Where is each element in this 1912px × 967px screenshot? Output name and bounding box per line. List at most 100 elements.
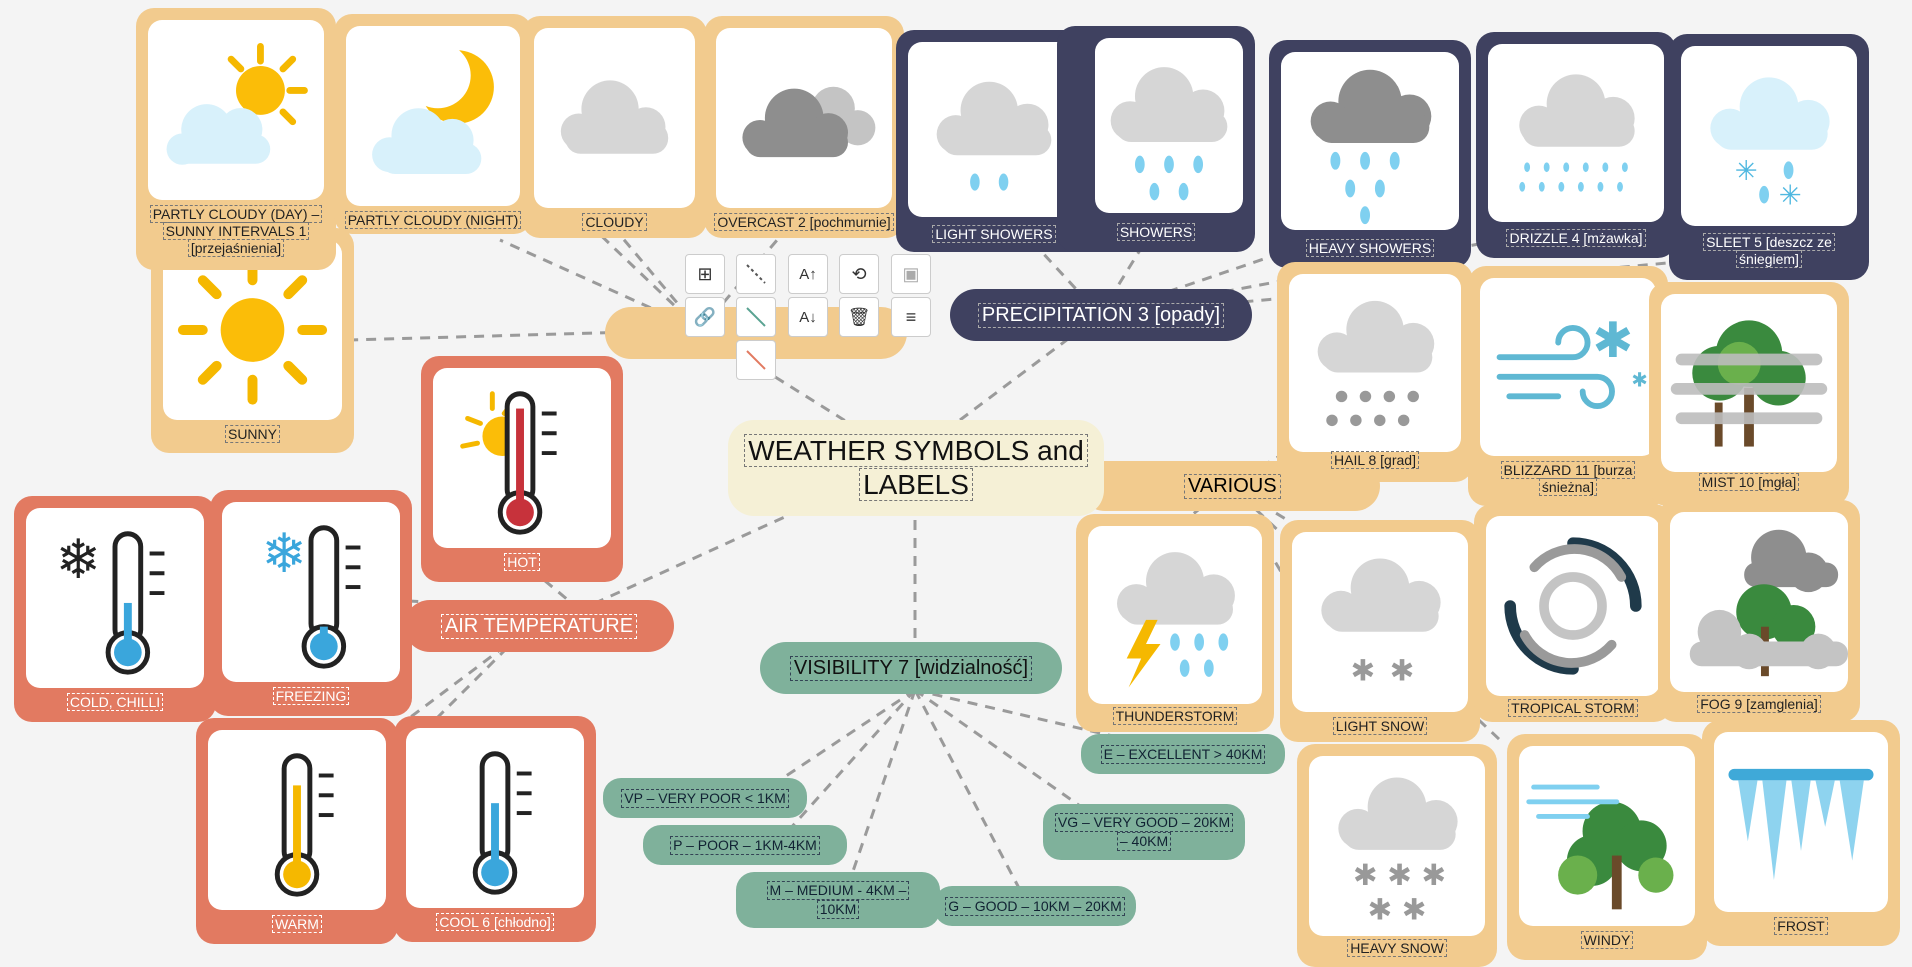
heavy-snow-icon: ✱✱✱ ✱✱ — [1309, 756, 1485, 936]
card-heavy-showers[interactable]: HEAVY SHOWERS — [1269, 40, 1471, 268]
branch-precipitation[interactable]: PRECIPITATION 3 [opady] — [950, 289, 1252, 341]
visibility-medium[interactable]: M – MEDIUM - 4KM – 10KM — [736, 872, 940, 928]
card-label-line2: śnieżna] — [1538, 478, 1598, 496]
card-label: HEAVY SNOW — [1347, 939, 1447, 957]
link-icon[interactable]: 🔗 — [685, 297, 725, 337]
card-label: COOL 6 [chłodno] — [436, 913, 554, 931]
drizzle-icon — [1488, 44, 1664, 222]
card-label-line1: SLEET 5 [deszcz ze — [1703, 233, 1835, 251]
card-label: HOT — [504, 553, 540, 571]
card-label: SUNNY — [224, 425, 280, 443]
card-sleet[interactable]: ✳ ✳ SLEET 5 [deszcz ze śniegiem] — [1669, 34, 1869, 280]
card-blizzard[interactable]: ✱ ✱ BLIZZARD 11 [burza śnieżna] — [1468, 266, 1668, 506]
card-label: LIGHT SNOW — [1332, 717, 1428, 735]
visibility-label: P – POOR – 1KM-4KM — [670, 835, 820, 855]
card-cloudy[interactable]: CLOUDY — [522, 16, 707, 238]
card-frost[interactable]: FROST — [1702, 720, 1900, 946]
card-label: MIST 10 [mgła] — [1698, 473, 1800, 491]
light-showers-icon — [908, 42, 1080, 217]
visibility-very-good[interactable]: VG – VERY GOOD – 20KM – 40KM — [1043, 804, 1245, 860]
card-warm[interactable]: WARM — [196, 718, 398, 944]
central-topic-line2: LABELS — [859, 468, 973, 501]
card-showers[interactable]: SHOWERS — [1057, 26, 1255, 252]
card-label-line2: SUNNY INTERVALS 1 — [162, 222, 310, 240]
card-freezing[interactable]: ❄ FREEZING — [210, 490, 412, 716]
central-topic[interactable]: WEATHER SYMBOLS and LABELS — [728, 420, 1104, 516]
card-label-line2: śniegiem] — [1736, 250, 1802, 268]
card-hail[interactable]: HAIL 8 [grad] — [1277, 262, 1473, 482]
green-line-icon[interactable] — [736, 297, 776, 337]
font-increase-icon[interactable]: A↑ — [788, 254, 828, 294]
icicles-icon — [1714, 732, 1888, 912]
red-line-icon[interactable] — [736, 340, 776, 380]
branch-visibility[interactable]: VISIBILITY 7 [widzialność] — [760, 642, 1062, 694]
branch-air-temperature[interactable]: AIR TEMPERATURE — [404, 600, 674, 652]
svg-text:✱: ✱ — [1351, 654, 1376, 688]
card-label: CLOUDY — [582, 213, 647, 231]
heavy-showers-icon — [1281, 52, 1459, 230]
dashed-line-icon[interactable] — [736, 254, 776, 294]
card-label-line1: BLIZZARD 11 [burza — [1500, 461, 1636, 479]
card-label: PARTLY CLOUDY (NIGHT) — [344, 211, 522, 229]
visibility-good[interactable]: G – GOOD – 10KM – 20KM — [934, 886, 1136, 926]
svg-text:✱: ✱ — [1421, 858, 1446, 892]
card-label: COLD, CHILLI — [66, 693, 164, 711]
hot-thermometer-icon — [433, 368, 611, 548]
visibility-excellent[interactable]: E – EXCELLENT > 40KM — [1081, 734, 1285, 774]
sun-icon — [163, 240, 342, 420]
card-drizzle[interactable]: DRIZZLE 4 [mżawka] — [1476, 32, 1676, 258]
card-label: FREEZING — [272, 687, 350, 705]
showers-icon — [1095, 38, 1243, 213]
add-image-icon[interactable]: ▣ — [891, 254, 931, 294]
windy-icon — [1519, 746, 1695, 926]
cool-thermometer-icon — [406, 728, 584, 908]
card-light-snow[interactable]: ✱ ✱ LIGHT SNOW — [1280, 520, 1480, 742]
card-partly-cloudy-day[interactable]: PARTLY CLOUDY (DAY) – SUNNY INTERVALS 1 … — [136, 8, 336, 270]
hail-icon — [1289, 274, 1461, 452]
visibility-label-line1: VG – VERY GOOD – 20KM — [1054, 813, 1234, 832]
svg-text:✱: ✱ — [1390, 654, 1415, 688]
card-label: FOG 9 [zamglenia] — [1697, 695, 1821, 713]
card-thunderstorm[interactable]: THUNDERSTORM — [1076, 514, 1274, 732]
card-heavy-snow[interactable]: ✱✱✱ ✱✱ HEAVY SNOW — [1297, 744, 1497, 967]
svg-text:❄: ❄ — [262, 522, 308, 585]
visibility-very-poor[interactable]: VP – VERY POOR < 1KM — [603, 778, 807, 818]
font-decrease-icon[interactable]: A↓ — [788, 297, 828, 337]
card-cold[interactable]: ❄ COLD, CHILLI — [14, 496, 216, 722]
card-hot[interactable]: HOT — [421, 356, 623, 582]
visibility-label-line2: 10KM — [816, 900, 860, 919]
branch-label: AIR TEMPERATURE — [440, 613, 638, 639]
card-partly-cloudy-night[interactable]: PARTLY CLOUDY (NIGHT) — [334, 14, 532, 234]
card-label: OVERCAST 2 [pochmurnie] — [714, 213, 894, 231]
card-label-line3: [przejaśnienia] — [187, 239, 285, 257]
visibility-label-line2: – 40KM — [1116, 832, 1172, 851]
card-tropical-storm[interactable]: TROPICAL STORM — [1474, 504, 1672, 722]
align-icon[interactable]: ≡ — [891, 297, 931, 337]
card-label: WARM — [272, 915, 322, 933]
add-comment-icon[interactable]: ⊞ — [685, 254, 725, 294]
card-label: SHOWERS — [1116, 223, 1196, 241]
cold-thermometer-icon: ❄ — [26, 508, 204, 688]
svg-text:✳: ✳ — [1779, 180, 1802, 211]
visibility-label-line1: M – MEDIUM - 4KM – — [766, 881, 910, 900]
svg-text:❄: ❄ — [56, 528, 102, 591]
card-cool[interactable]: COOL 6 [chłodno] — [394, 716, 596, 942]
central-topic-line1: WEATHER SYMBOLS and — [744, 434, 1088, 467]
visibility-poor[interactable]: P – POOR – 1KM-4KM — [643, 825, 847, 865]
swap-icon[interactable]: ⟲ — [839, 254, 879, 294]
trash-icon[interactable]: 🗑 — [839, 297, 879, 337]
card-fog[interactable]: FOG 9 [zamglenia] — [1658, 500, 1860, 722]
card-windy[interactable]: WINDY — [1507, 734, 1707, 960]
card-label: HEAVY SHOWERS — [1305, 239, 1435, 257]
card-mist[interactable]: MIST 10 [mgła] — [1649, 282, 1849, 506]
card-overcast[interactable]: OVERCAST 2 [pochmurnie] — [704, 16, 904, 238]
card-label: THUNDERSTORM — [1112, 707, 1238, 725]
warm-thermometer-icon — [208, 730, 386, 910]
svg-text:✱: ✱ — [1368, 892, 1393, 926]
svg-text:✱: ✱ — [1353, 858, 1378, 892]
card-label: FROST — [1774, 917, 1828, 935]
sleet-icon: ✳ ✳ — [1681, 46, 1857, 226]
svg-text:✱: ✱ — [1402, 892, 1427, 926]
branch-label: VARIOUS — [1184, 473, 1281, 499]
